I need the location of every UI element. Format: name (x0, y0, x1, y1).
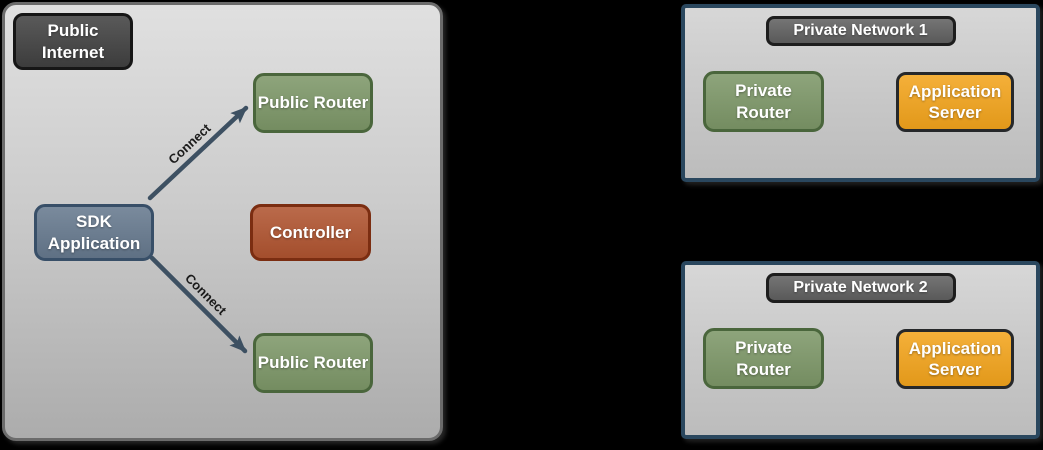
connect-arrow-top (147, 105, 249, 201)
private-network-2-badge: Private Network 2 (765, 273, 956, 303)
public-internet-panel: Connect Connect Public Internet Public R… (2, 2, 443, 441)
node-sdk-application: SDK Application (34, 204, 154, 261)
private-network-1-badge: Private Network 1 (765, 16, 956, 46)
private-network-1-panel: Private Network 1 Private Router Applica… (681, 4, 1040, 182)
node-public-router-bottom: Public Router (253, 333, 373, 393)
private-network-2-panel: Private Network 2 Private Router Applica… (681, 261, 1040, 439)
node-controller: Controller (250, 204, 371, 261)
node-application-server-1: Application Server (896, 72, 1014, 132)
node-private-router-1: Private Router (703, 71, 824, 132)
connection-arrows-layer: Connect Connect (147, 105, 249, 354)
node-public-router-top: Public Router (253, 73, 373, 133)
public-internet-badge: Public Internet (13, 13, 133, 70)
node-private-router-2: Private Router (703, 328, 824, 389)
connect-arrow-bottom (149, 255, 248, 354)
node-application-server-2: Application Server (896, 329, 1014, 389)
